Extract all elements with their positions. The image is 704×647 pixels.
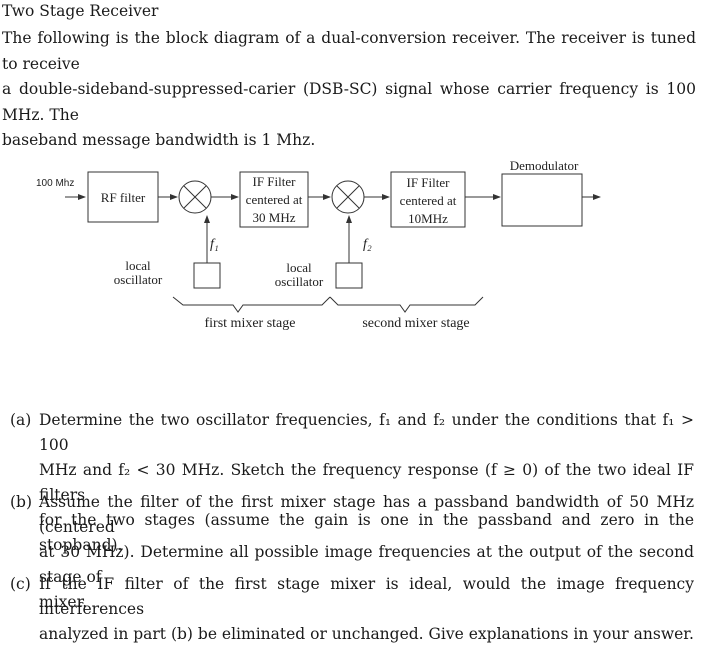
f2-label: f₂: [363, 237, 372, 252]
lo2-label: oscillator: [275, 274, 324, 289]
question-c: (c) If the IF filter of the first stage …: [10, 572, 694, 647]
lo1-label: oscillator: [114, 272, 163, 287]
second-stage-label: second mixer stage: [362, 316, 469, 331]
question-label: (a): [10, 411, 32, 429]
question-b: (b) Assume the filter of the first mixer…: [10, 490, 694, 615]
demodulator-block: [501, 173, 583, 227]
if-filter-2-line: IF Filter: [407, 175, 451, 190]
lo1-label: local: [125, 258, 151, 273]
intro-line: baseband message bandwidth is 1 Mhz.: [2, 131, 316, 149]
intro-line: a double-sideband-suppressed-carier (DSB…: [2, 80, 696, 124]
first-stage-brace: [172, 296, 331, 313]
second-stage-brace: [329, 296, 484, 313]
receiver-block-diagram: 100 Mhz RF filter IF Filter centered at …: [36, 158, 601, 331]
question-line: analyzed in part (b) be eliminated or un…: [39, 625, 694, 643]
input-label: 100 Mhz: [36, 178, 74, 189]
question-line: If the IF filter of the first stage mixe…: [39, 575, 694, 618]
question-label: (c): [10, 575, 31, 593]
if-filter-2-line: 10MHz: [408, 211, 448, 226]
lo2-label: local: [286, 260, 312, 275]
if-filter-1-line: 30 MHz: [253, 210, 296, 225]
question-line: for the two stages (assume the gain is o…: [39, 511, 694, 554]
problem-title: Two Stage Receiver: [2, 2, 159, 20]
if-filter-1-block: [239, 171, 309, 228]
f1-label: f₁: [210, 237, 219, 252]
local-oscillator-2: [335, 262, 363, 289]
demodulator-label: Demodulator: [510, 158, 579, 173]
if-filter-2-block: [390, 171, 466, 228]
if-filter-1-line: IF Filter: [253, 174, 297, 189]
first-stage-label: first mixer stage: [205, 316, 296, 331]
question-a: (a) Determine the two oscillator frequen…: [10, 408, 694, 558]
problem-intro: The following is the block diagram of a …: [2, 26, 696, 154]
intro-line: The following is the block diagram of a …: [2, 29, 696, 73]
question-line: mixer.: [39, 593, 88, 611]
question-label: (b): [10, 493, 33, 511]
local-oscillator-1: [193, 262, 221, 289]
if-filter-1-line: centered at: [246, 192, 303, 207]
question-line: MHz and f₂ < 30 MHz. Sketch the frequenc…: [39, 461, 694, 504]
if-filter-2-line: centered at: [400, 193, 457, 208]
question-line: Determine the two oscillator frequencies…: [39, 411, 694, 454]
question-line: Assume the filter of the first mixer sta…: [39, 493, 694, 536]
rf-filter-label: RF filter: [101, 190, 146, 205]
question-line: at 30 MHz). Determine all possible image…: [39, 543, 694, 586]
